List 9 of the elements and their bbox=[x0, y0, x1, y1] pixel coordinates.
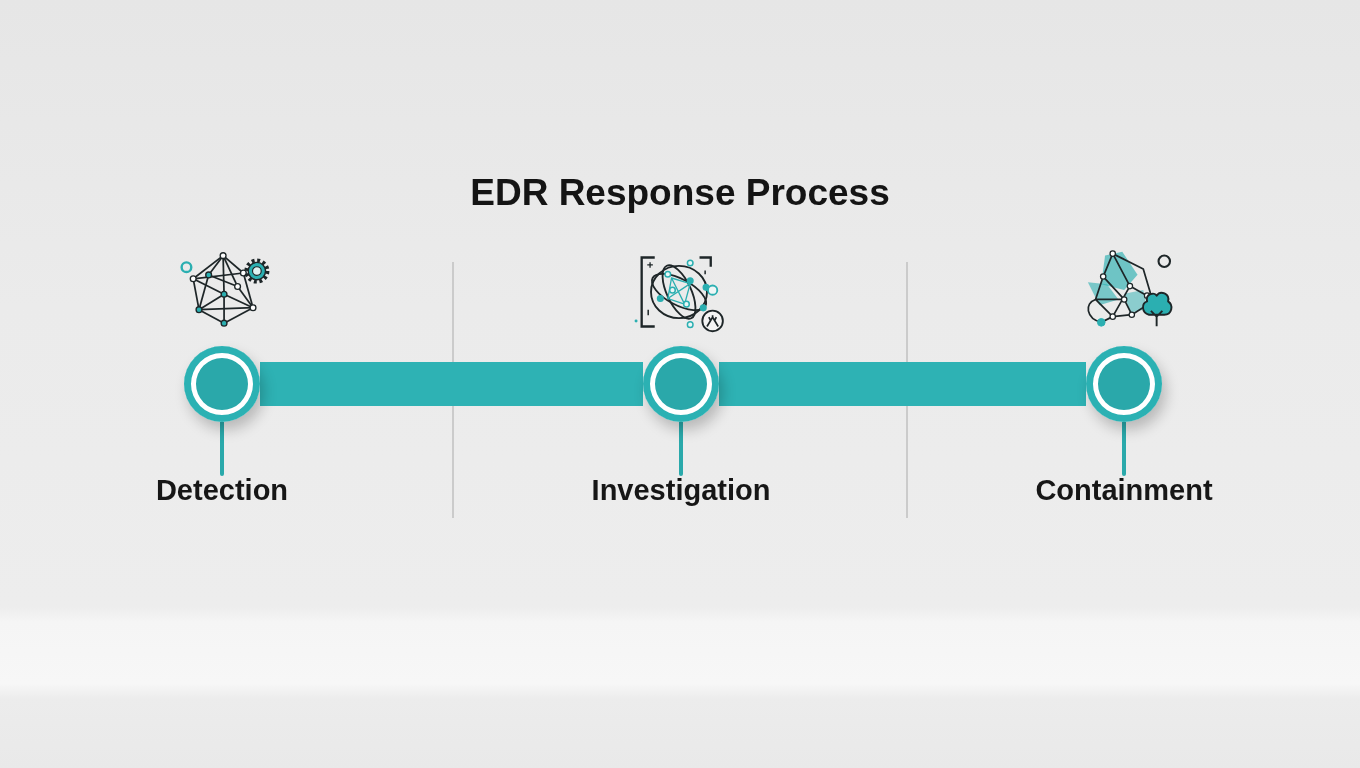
step-label: Detection bbox=[155, 474, 289, 506]
timeline-bar bbox=[719, 362, 1086, 406]
stem-line bbox=[679, 420, 683, 476]
stem-line bbox=[1122, 420, 1126, 476]
stem-line bbox=[220, 420, 224, 476]
diagram-title: EDR Response Process bbox=[470, 171, 890, 215]
step-label: Investigation bbox=[591, 474, 771, 506]
step-label: Containment bbox=[1035, 474, 1213, 506]
timeline-bar bbox=[260, 362, 643, 406]
